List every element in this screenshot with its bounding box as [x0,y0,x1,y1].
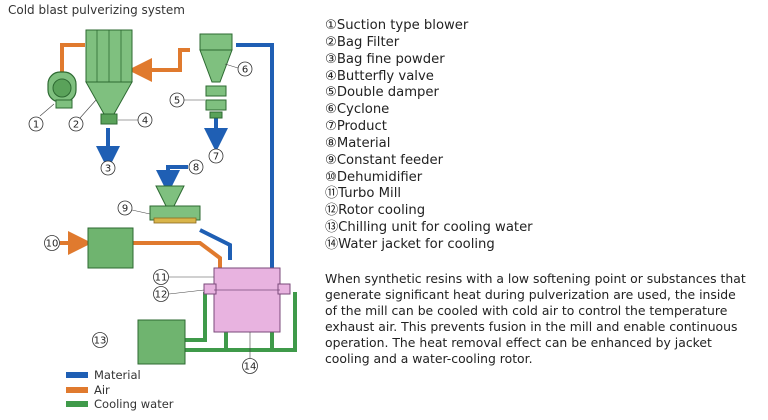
callout-12: 12 [153,286,205,302]
part-item: ⑪Turbo Mill [325,186,402,202]
legend-item-cooling-water: Cooling water [66,397,174,412]
callout-8: 8 [188,159,204,175]
legend-label: Air [94,382,110,397]
callout-7: 7 [208,148,224,164]
cooling-water-lines [185,292,297,352]
part-item: ⑨Constant feeder [325,152,444,168]
callout-14: 14 [242,332,258,374]
legend-item-air: Air [66,383,174,398]
legend-item-material: Material [66,368,174,383]
part-item: ⑧Material [325,135,391,151]
legend-label: Cooling water [94,397,174,411]
svg-text:3: 3 [105,164,111,175]
svg-text:11: 11 [155,273,168,284]
svg-text:7: 7 [213,152,219,163]
part-item: ②Bag Filter [325,34,400,50]
callout-11: 11 [153,269,214,285]
svg-text:12: 12 [155,290,168,301]
constant-feeder [149,185,201,224]
callout-10: 10 [44,235,60,251]
svg-text:4: 4 [142,116,148,127]
part-item: ⑫Rotor cooling [325,203,426,219]
svg-text:6: 6 [242,65,248,76]
diagram-title: Cold blast pulverizing system [8,3,185,17]
callout-5: 5 [169,92,205,108]
callout-2: 2 [68,99,97,132]
turbo-mill [203,267,291,333]
legend: Material Air Cooling water [66,368,174,412]
suction-blower [47,71,77,109]
part-item: ①Suction type blower [325,18,469,33]
svg-text:9: 9 [122,204,128,215]
parts-list: ①Suction type blower ②Bag Filter ③Bag fi… [325,18,533,254]
cooling-water-swatch [66,401,88,408]
callout-6: 6 [224,61,253,77]
process-diagram: 1 2 3 4 5 6 7 8 9 10 11 12 13 14 [28,29,297,374]
legend-label: Material [94,368,141,382]
dehumidifier [87,227,134,269]
svg-text:2: 2 [73,120,79,131]
callout-numbers: 1 2 3 4 5 6 7 8 9 10 11 12 13 14 [28,61,258,374]
svg-text:10: 10 [46,239,59,250]
air-swatch [66,386,88,393]
svg-text:13: 13 [94,336,107,347]
svg-text:5: 5 [174,96,180,107]
cyclone [199,33,233,119]
part-item: ⑦Product [325,119,387,135]
description-text: When synthetic resins with a low softeni… [325,271,746,366]
callout-1: 1 [28,103,55,132]
callout-3: 3 [100,160,116,176]
part-item: ⑬Chilling unit for cooling water [325,220,533,236]
callout-4: 4 [118,112,153,128]
bag-filter [85,29,133,125]
material-lines [96,43,274,268]
part-item: ⑤Double damper [325,85,439,101]
part-item: ⑭Water jacket for cooling [325,236,495,252]
svg-text:1: 1 [33,120,39,131]
part-item: ⑥Cyclone [325,102,390,118]
callout-9: 9 [117,200,151,216]
part-item: ③Bag fine powder [325,51,445,67]
chilling-unit [137,319,186,365]
part-item: ⑩Dehumidifier [325,169,423,185]
callout-13: 13 [92,332,108,348]
svg-text:14: 14 [244,362,257,373]
air-lines [60,43,222,268]
svg-text:8: 8 [193,163,199,174]
part-item: ④Butterfly valve [325,68,434,84]
material-swatch [66,372,88,379]
